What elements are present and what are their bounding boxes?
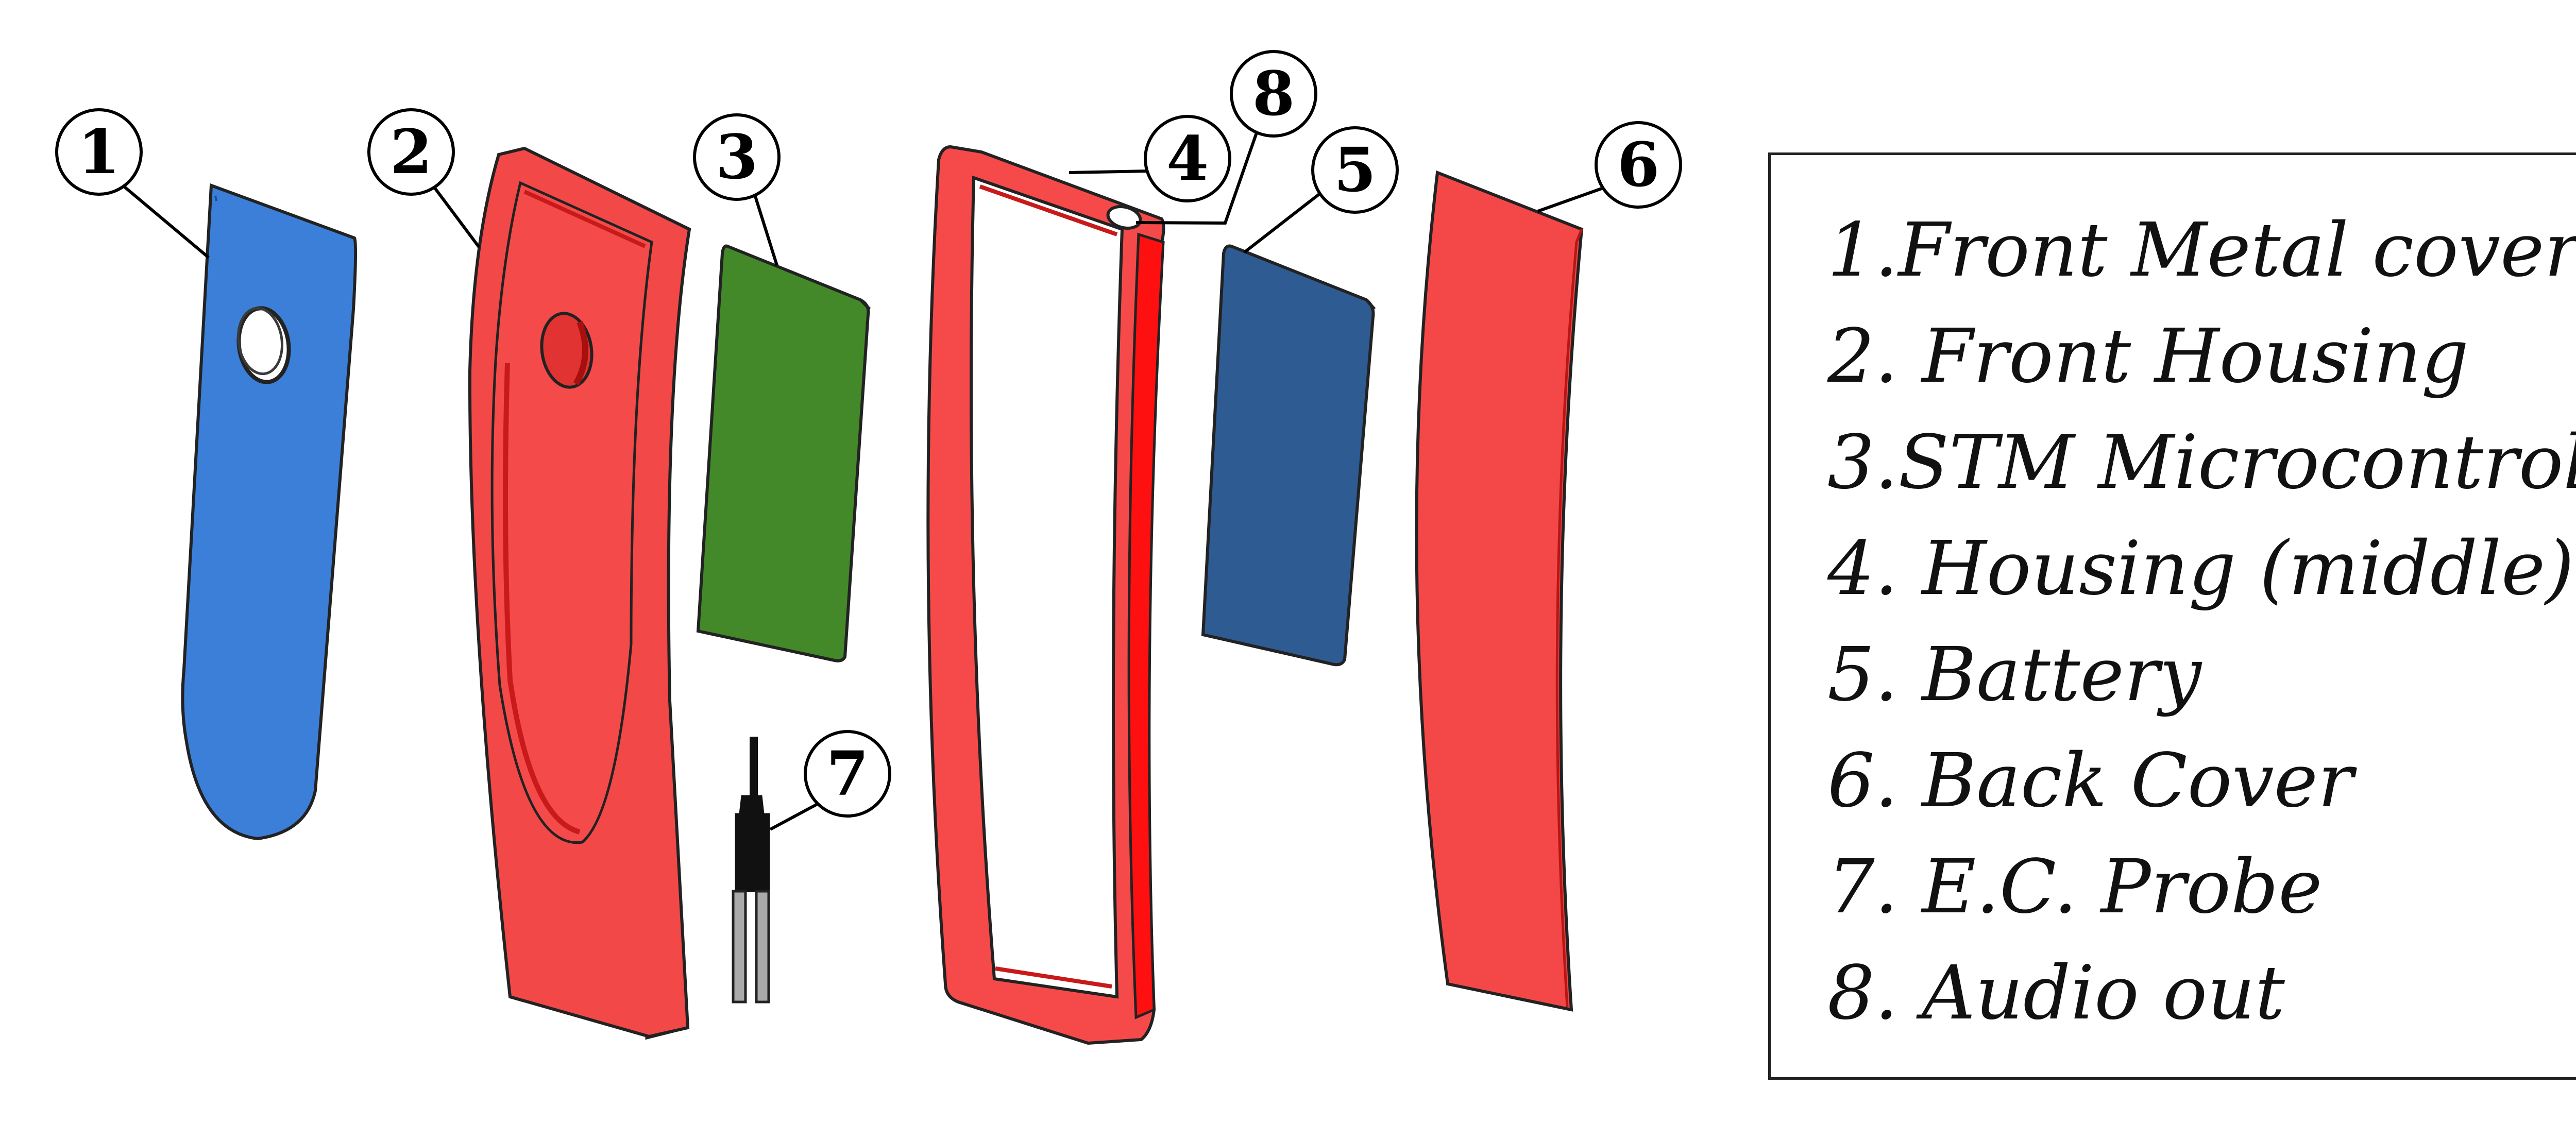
- callout-5: 5: [1311, 126, 1399, 214]
- callout-1: 1: [55, 108, 143, 196]
- leader-line-8: [1136, 131, 1259, 225]
- legend-item-front-metal-cover: 1.Front Metal cover: [1827, 207, 2576, 293]
- callout-7: 7: [804, 730, 891, 818]
- legend-item-ec-probe: 7. E.C. Probe: [1827, 843, 2323, 930]
- battery: [1201, 244, 1376, 667]
- svg-text:8: 8: [1252, 58, 1295, 129]
- legend-item-back-cover: 6. Back Cover: [1827, 737, 2353, 824]
- leader-line-2: [429, 181, 481, 248]
- leader-line-4: [1069, 169, 1149, 174]
- leader-lines: [117, 131, 1608, 831]
- svg-text:6: 6: [1617, 129, 1659, 200]
- callout-4: 4: [1144, 115, 1231, 202]
- stm-microcontroller: [696, 244, 871, 662]
- back-cover: [1415, 170, 1584, 1012]
- legend-item-audio-out: 8. Audio out: [1827, 949, 2285, 1036]
- svg-text:5: 5: [1334, 134, 1376, 206]
- front-metal-cover: [181, 183, 358, 841]
- legend-item-stm-microcontroller: 3.STM Microcontroller: [1827, 419, 2576, 505]
- leader-line-5: [1243, 192, 1321, 254]
- legend-item-housing-middle: 4. Housing (middle): [1827, 525, 2574, 611]
- ec-probe: [732, 737, 770, 1004]
- svg-text:3: 3: [716, 121, 758, 193]
- svg-text:4: 4: [1166, 123, 1209, 194]
- callout-8: 8: [1230, 50, 1317, 138]
- svg-text:2: 2: [390, 116, 432, 188]
- housing-middle: [926, 145, 1165, 1045]
- audio-hole-housing: [540, 312, 594, 389]
- legend-item-front-housing: 2. Front Housing: [1827, 313, 2469, 399]
- leader-line-6: [1537, 185, 1608, 213]
- callout-3: 3: [693, 113, 781, 201]
- svg-text:1: 1: [78, 116, 120, 188]
- callout-2: 2: [367, 108, 455, 196]
- callout-6: 6: [1595, 121, 1682, 209]
- leader-line-1: [117, 180, 210, 259]
- leader-line-3: [753, 194, 778, 266]
- legend-box: 1.Front Metal cover 2. Front Housing 3.S…: [1768, 152, 2576, 1080]
- svg-text:7: 7: [826, 738, 869, 809]
- leader-line-7: [769, 802, 819, 831]
- legend-item-battery: 5. Battery: [1827, 631, 2201, 718]
- front-housing: [468, 146, 691, 1040]
